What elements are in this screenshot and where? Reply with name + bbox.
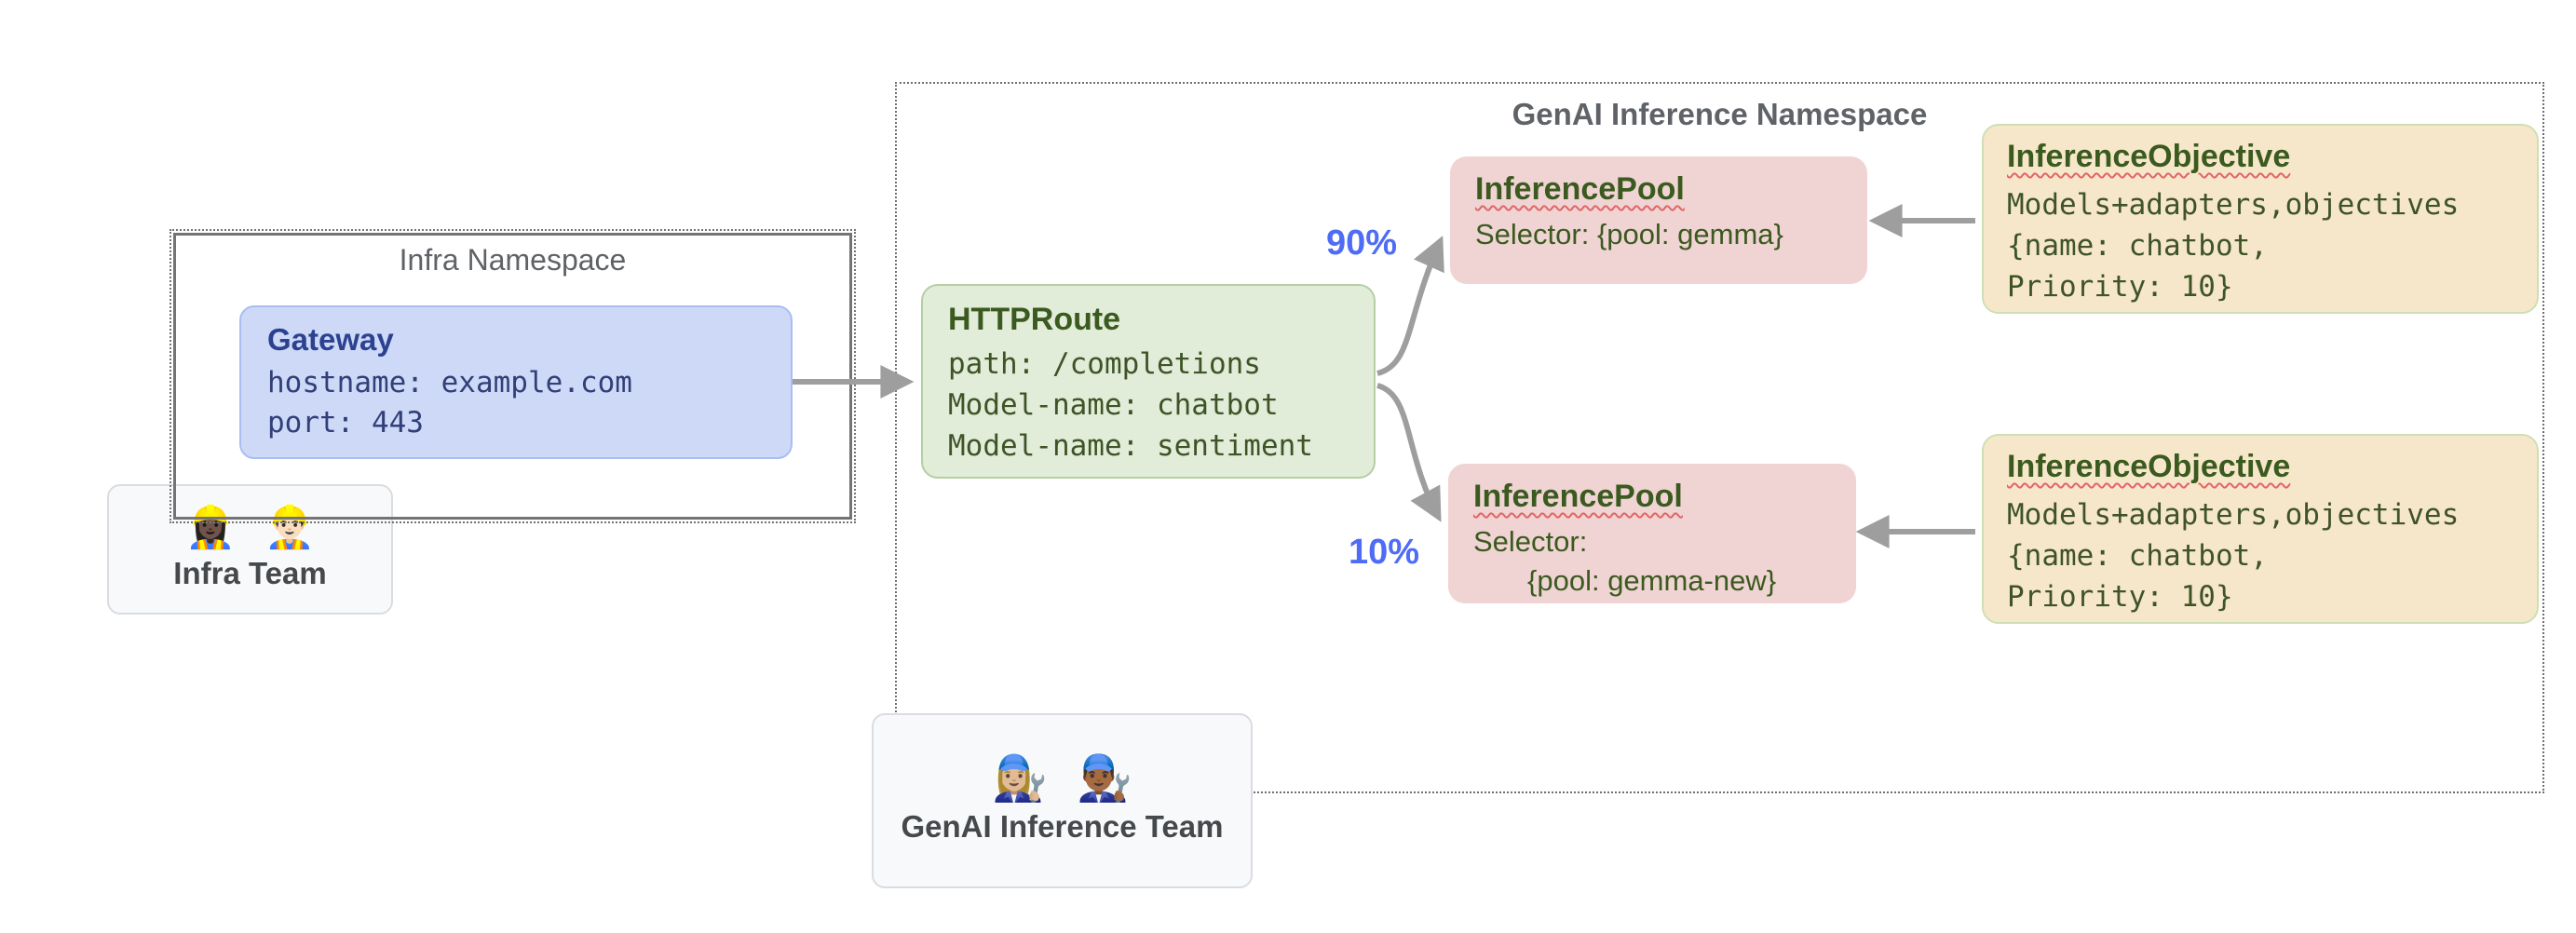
genai-namespace-title: GenAI Inference Namespace <box>1512 97 1928 131</box>
inference-objective-bottom-box: InferenceObjective Models+adapters,objec… <box>1982 434 2539 624</box>
infra-namespace-title: Infra Namespace <box>399 243 627 277</box>
inference-pool-top-title: InferencePool <box>1475 171 1685 207</box>
gateway-hostname: hostname: example.com <box>267 366 632 399</box>
objective-bottom-name: {name: chatbot, <box>2007 539 2268 573</box>
gateway-port: port: 443 <box>267 406 424 439</box>
objective-top-priority: Priority: 10} <box>2007 270 2233 304</box>
inference-objective-bottom-title: InferenceObjective <box>2007 449 2291 484</box>
inference-pool-top-selector: Selector: {pool: gemma} <box>1475 218 1783 250</box>
inference-pool-bottom-box: InferencePool Selector: {pool: gemma-new… <box>1448 464 1856 603</box>
genai-namespace-box: GenAI Inference Namespace <box>895 82 2544 793</box>
construction-worker-emojis: 👷🏿‍♀️ 👷🏻‍♂️ <box>184 505 316 550</box>
httproute-box: HTTPRoute path: /completions Model-name:… <box>921 284 1376 479</box>
objective-bottom-priority: Priority: 10} <box>2007 580 2233 614</box>
httproute-model-sentiment: Model-name: sentiment <box>948 429 1313 463</box>
inference-pool-bottom-title: InferencePool <box>1473 479 1683 514</box>
gateway-box: Gateway hostname: example.com port: 443 <box>239 305 793 459</box>
httproute-title: HTTPRoute <box>948 302 1121 337</box>
infra-team-label: Infra Team <box>173 556 327 590</box>
objective-top-models: Models+adapters,objectives <box>2007 188 2460 222</box>
objective-bottom-models: Models+adapters,objectives <box>2007 498 2460 532</box>
httproute-model-chatbot: Model-name: chatbot <box>948 388 1279 422</box>
infra-team-card: 👷🏿‍♀️ 👷🏻‍♂️ Infra Team <box>107 484 393 615</box>
httproute-path: path: /completions <box>948 347 1261 381</box>
gateway-title: Gateway <box>267 322 394 357</box>
inference-pool-bottom-selector-label: Selector: <box>1473 525 1588 558</box>
genai-team-card: 👩🏼‍🔧 👨🏾‍🔧 GenAI Inference Team <box>872 713 1253 888</box>
mechanic-emojis: 👩🏼‍🔧 👨🏾‍🔧 <box>992 754 1132 804</box>
inference-objective-top-title: InferenceObjective <box>2007 139 2291 174</box>
genai-team-label: GenAI Inference Team <box>901 809 1224 844</box>
inference-objective-top-box: InferenceObjective Models+adapters,objec… <box>1982 124 2539 314</box>
inference-pool-bottom-selector-value: {pool: gemma-new} <box>1527 564 1777 597</box>
objective-top-name: {name: chatbot, <box>2007 229 2268 263</box>
traffic-weight-90: 90% <box>1326 223 1398 263</box>
inference-pool-top-box: InferencePool Selector: {pool: gemma} <box>1450 156 1867 284</box>
infra-namespace-box: Infra Namespace <box>169 229 856 523</box>
traffic-weight-10: 10% <box>1349 533 1420 572</box>
